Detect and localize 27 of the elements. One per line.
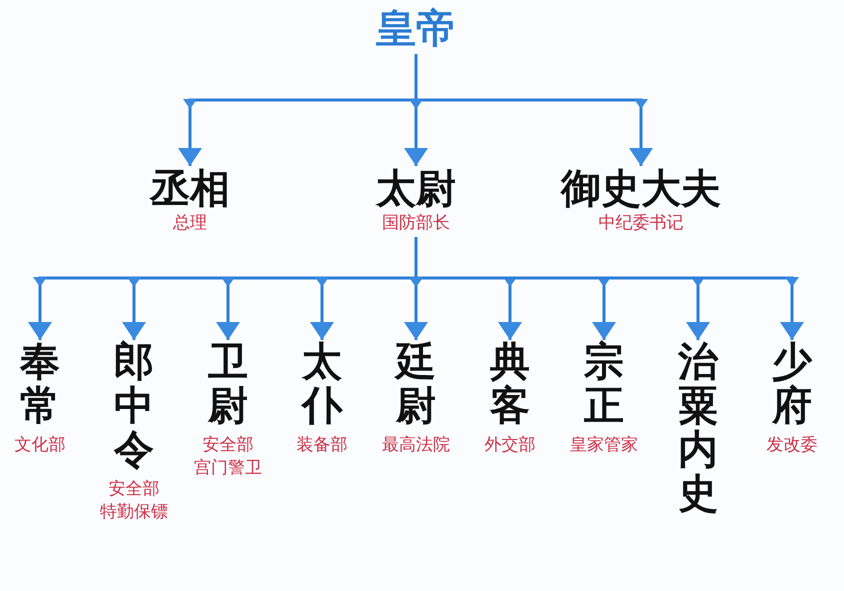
rank-title: 典客	[489, 340, 531, 428]
annotation: 总理	[173, 212, 207, 235]
rank-title: 少府	[771, 340, 813, 428]
rank-title: 宗正	[583, 340, 625, 428]
annotation: 装备部	[296, 434, 348, 457]
top-title: 皇帝	[376, 6, 456, 52]
rank-title: 卫尉	[207, 340, 249, 428]
annotation: 文化部	[14, 434, 66, 457]
rank-title: 太仆	[301, 340, 343, 428]
annotation: 安全部	[108, 478, 160, 501]
annotation: 国防部长	[382, 212, 450, 235]
rank-title: 廷尉	[395, 340, 437, 428]
annotation: 宫门警卫	[194, 457, 262, 480]
rank-title: 御史大夫	[561, 166, 721, 212]
rank-title: 奉常	[19, 340, 61, 428]
annotation: 中纪委书记	[598, 212, 684, 235]
rank-title: 郎中令	[113, 340, 155, 472]
arrow	[410, 236, 804, 340]
rank-title: 治粟内史	[677, 340, 719, 516]
annotation: 皇家管家	[570, 434, 638, 457]
annotation: 安全部	[202, 434, 254, 457]
annotation: 发改委	[766, 434, 818, 457]
annotation: 外交部	[484, 434, 536, 457]
rank-title: 太尉	[376, 166, 456, 212]
annotation: 最高法院	[382, 434, 450, 457]
annotation: 特勤保镖	[100, 501, 168, 524]
rank-title: 丞相	[150, 166, 230, 212]
